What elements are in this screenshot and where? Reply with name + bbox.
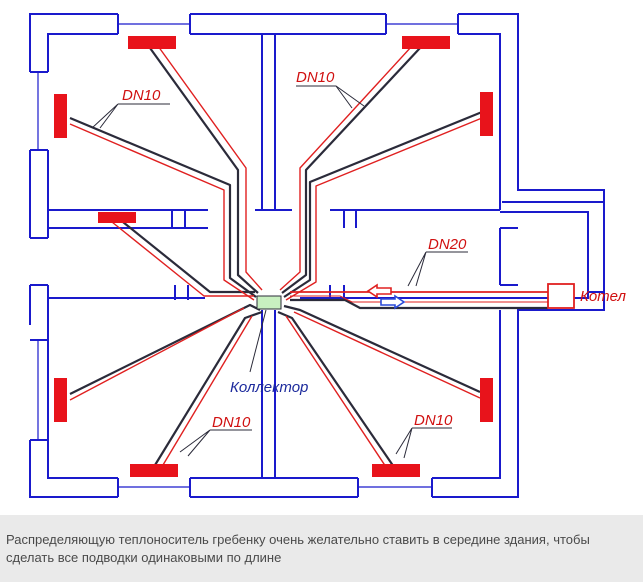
radiator — [402, 36, 450, 49]
dn10-label-top-right: DN10 — [296, 69, 335, 86]
radiator — [372, 464, 420, 477]
boiler-icon — [547, 283, 575, 309]
dn10-label-top-left: DN10 — [122, 87, 161, 104]
radiator — [480, 378, 493, 422]
radiator — [130, 464, 178, 477]
collector-leader-line — [249, 309, 267, 373]
radiator — [128, 36, 176, 49]
floor-plan-diagram: DN10 DN10 DN20 DN10 DN10 Коллектор Котел — [29, 13, 627, 498]
boiler-label: Котел — [580, 288, 627, 305]
dimension-leaders — [91, 85, 468, 459]
supply-pipes — [69, 45, 548, 471]
caption-bar: Распределяющую теплоноситель гребенку оч… — [0, 515, 643, 582]
dn10-label-bottom-left: DN10 — [212, 414, 251, 431]
radiator — [98, 212, 136, 223]
supply-arrow-icon — [366, 283, 392, 299]
radiator — [54, 378, 67, 422]
return-arrow-icon — [380, 294, 406, 310]
collector-manifold-icon — [256, 295, 282, 310]
collector-label: Коллектор — [230, 379, 308, 396]
flow-arrows — [366, 283, 406, 310]
image-caption: Распределяющую теплоноситель гребенку оч… — [6, 532, 590, 565]
building-walls — [29, 13, 605, 498]
dn20-label: DN20 — [428, 236, 467, 253]
radiators — [54, 36, 493, 477]
return-pipes — [69, 47, 548, 471]
radiator — [480, 92, 493, 136]
dn10-label-bottom-right: DN10 — [414, 412, 453, 429]
radiator — [54, 94, 67, 138]
